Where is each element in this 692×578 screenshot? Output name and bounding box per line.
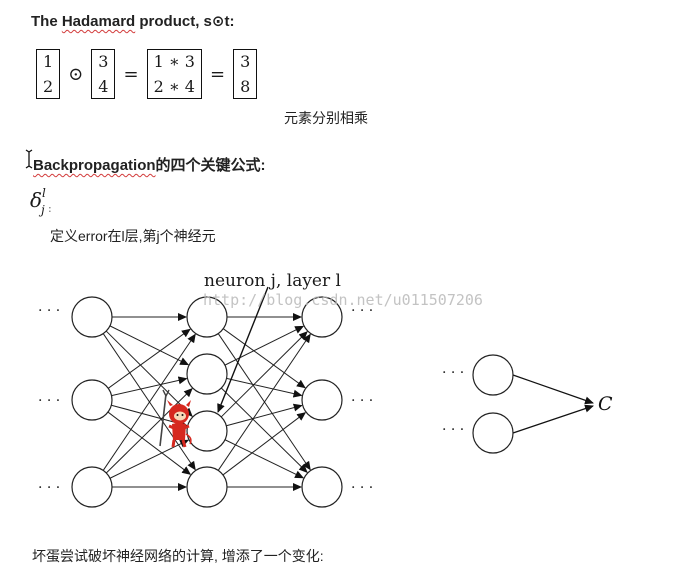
- output-neuron: [472, 412, 514, 454]
- input-neuron: [71, 379, 113, 421]
- hadamard-caption: 元素分别相乘: [284, 110, 368, 126]
- output-neuron: [472, 354, 514, 396]
- network-edge: [105, 388, 193, 474]
- text-cursor-icon: [25, 149, 33, 169]
- next-neuron: [301, 466, 343, 508]
- network-nodes: [71, 296, 343, 508]
- ellipsis-left-bottom: · · ·: [38, 480, 60, 496]
- hidden-neuron: [186, 296, 228, 338]
- hadamard-heading-middle: product, s: [135, 13, 212, 30]
- matrix-b-cell: 3: [98, 51, 109, 71]
- footer-text: 坏蛋尝试破坏神经网络的计算, 增添了一个变化:: [32, 548, 324, 564]
- neuron-layer-label: neuron j, layer l: [204, 271, 341, 291]
- matrix-a: 1 2: [36, 49, 61, 99]
- matrix-c-cell: 1 ∗ 3: [153, 51, 195, 71]
- delta-superscript: l: [42, 186, 46, 200]
- ellipsis-left-mid: · · ·: [38, 393, 60, 409]
- network-edges: [102, 313, 311, 491]
- matrix-a-cell: 1: [43, 51, 54, 71]
- next-neuron: [301, 296, 343, 338]
- error-definition: 定义error在l层,第j个神经元: [50, 228, 216, 244]
- ellipsis-right-mid: · · ·: [351, 393, 373, 409]
- ellipsis-right-top: · · ·: [351, 303, 373, 319]
- network-edge: [217, 333, 311, 471]
- network-edge: [107, 411, 192, 475]
- ellipsis-output-top: · · ·: [442, 365, 464, 381]
- backprop-heading-keyword: Backpropagation: [33, 157, 156, 174]
- network-edge: [224, 325, 305, 366]
- equals-sign: =: [123, 63, 139, 85]
- matrix-d-cell: 3: [240, 51, 251, 71]
- hidden-neuron: [186, 353, 228, 395]
- hadamard-heading-prefix: The: [31, 13, 62, 30]
- network-edge: [102, 333, 196, 471]
- cost-label: C: [598, 393, 613, 415]
- hidden-neuron: [186, 466, 228, 508]
- ellipsis-output-bottom: · · ·: [442, 422, 464, 438]
- next-neuron: [301, 379, 343, 421]
- network-edge: [222, 328, 306, 389]
- network-edge: [107, 328, 191, 389]
- network-edge: [220, 331, 308, 418]
- matrix-c: 1 ∗ 3 2 ∗ 4: [146, 49, 203, 99]
- matrix-a-cell: 2: [43, 76, 54, 96]
- delta-letter: δ: [30, 188, 43, 212]
- backprop-heading-suffix: 的四个关键公式:: [155, 157, 266, 174]
- label-arrow: [217, 286, 269, 413]
- ellipsis-left-top: · · ·: [38, 303, 60, 319]
- delta-subscript: j: [41, 203, 45, 217]
- matrix-c-cell: 2 ∗ 4: [153, 76, 195, 96]
- demon-icon: [159, 389, 192, 448]
- neuron-j: [186, 410, 228, 452]
- network-edge: [226, 377, 303, 398]
- input-neuron: [71, 296, 113, 338]
- neuron-layer-label-text: neuron j, layer l: [204, 271, 341, 291]
- hadamard-heading-symbol: ⊙: [211, 13, 225, 30]
- hadamard-heading: The Hadamard product, s⊙t:: [31, 12, 234, 30]
- network-edge: [111, 376, 188, 397]
- network-edge: [109, 439, 190, 479]
- network-edge: [109, 325, 190, 366]
- delta-colon: :: [48, 202, 52, 215]
- ellipsis-right-bottom: · · ·: [351, 480, 373, 496]
- input-neuron: [71, 466, 113, 508]
- network-edge: [105, 330, 193, 417]
- matrix-d: 3 8: [233, 49, 258, 99]
- matrix-d-cell: 8: [240, 76, 251, 96]
- hadamard-equation: 1 2 ⊙ 3 4 = 1 ∗ 3 2 ∗ 4 = 3 8: [36, 49, 258, 99]
- network-diagram: · · · · · · · · · · · · · · · · · · · · …: [38, 286, 613, 508]
- hadamard-heading-suffix: t:: [224, 13, 235, 30]
- network-edge: [226, 403, 303, 427]
- output-arrow: [512, 374, 594, 405]
- hadamard-heading-keyword: Hadamard: [61, 13, 136, 30]
- odot-operator: ⊙: [68, 63, 84, 85]
- matrix-b: 3 4: [91, 49, 116, 99]
- equals-sign: =: [209, 63, 226, 85]
- backprop-heading: Backpropagation的四个关键公式:: [33, 154, 266, 175]
- network-edge: [222, 412, 307, 476]
- watermark: http://blog.csdn.net/u011507206: [203, 291, 483, 309]
- delta-symbol: δ: [30, 188, 42, 212]
- output-arrow: [512, 404, 594, 434]
- network-edge: [224, 439, 305, 479]
- matrix-b-cell: 4: [98, 76, 109, 96]
